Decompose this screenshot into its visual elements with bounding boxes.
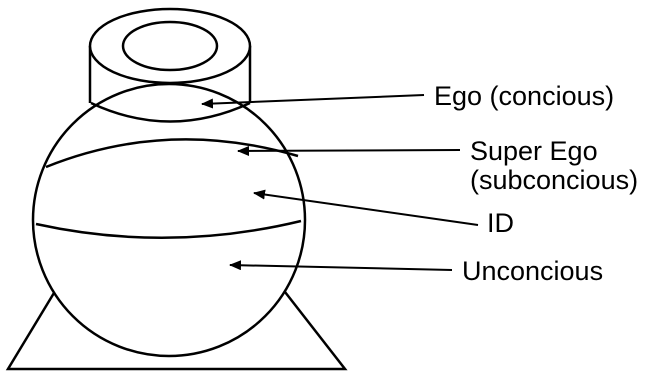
superego-band-boundary xyxy=(45,138,299,169)
id-band-boundary xyxy=(35,219,302,240)
ego-arrow xyxy=(201,94,425,109)
unconscious-label: Unconcious xyxy=(462,256,604,286)
vase-rim-outer xyxy=(88,7,252,85)
unconscious-arrow xyxy=(229,260,453,271)
ego-band-boundary xyxy=(90,101,251,123)
id-label: ID xyxy=(487,208,514,238)
super-ego-sublabel: (subconcious) xyxy=(470,165,639,195)
ego-label: Ego (concious) xyxy=(434,81,615,111)
vase-rim-inner xyxy=(121,20,219,72)
superego-arrow xyxy=(237,145,461,156)
vase-body xyxy=(31,82,307,358)
super-ego-label: Super Ego xyxy=(470,136,598,166)
id-arrow xyxy=(253,189,479,226)
